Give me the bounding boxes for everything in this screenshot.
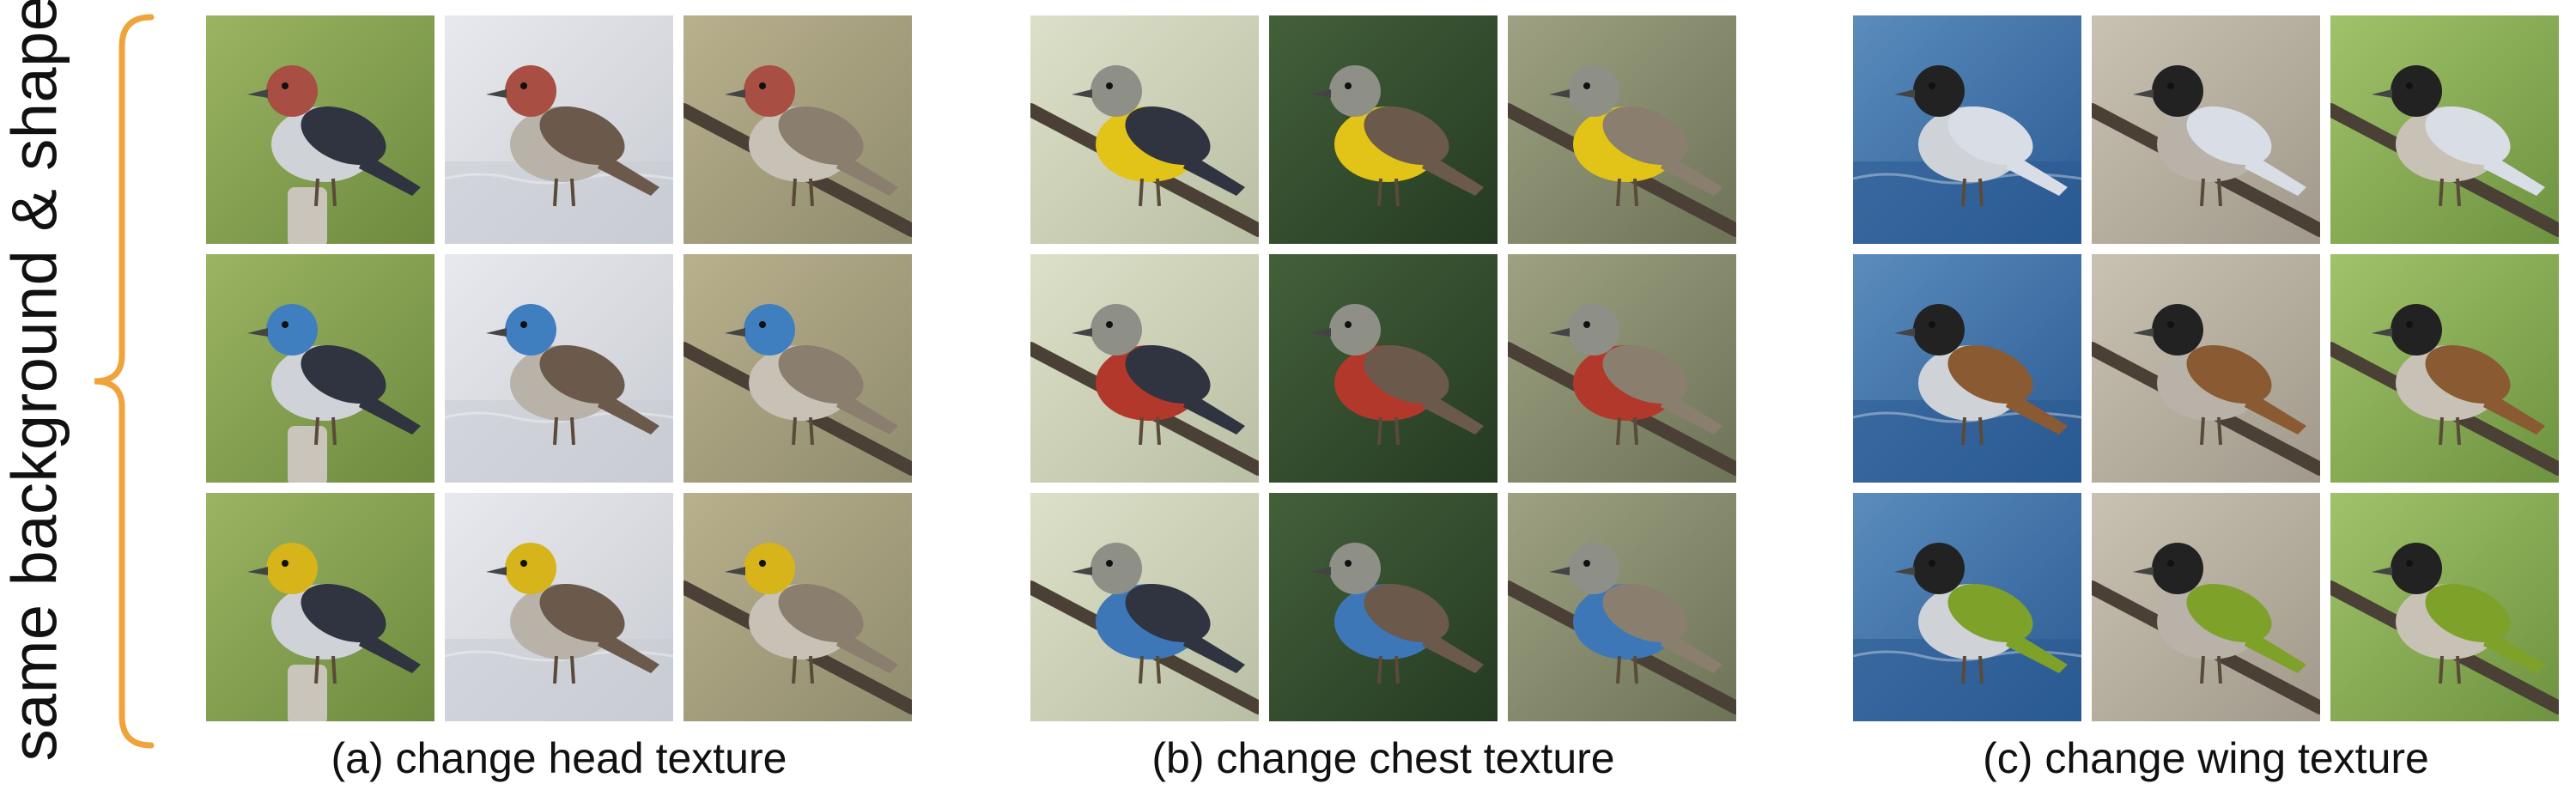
bird-image-swimming-bird-pale-water-yellow-head [445, 493, 673, 721]
bird-image-small-bird-on-branch-tan-red-head [683, 15, 912, 244]
image-grid [206, 15, 912, 721]
bird-image-bird-dark-green-bg-blue-chest [1269, 493, 1498, 721]
panel-head-texture: (a) change head texture [206, 15, 912, 782]
side-label: same background & shape [0, 0, 70, 761]
bird-image-bird-on-dark-branch-light-bg-red-chest [1030, 254, 1259, 483]
bird-image-bird-on-dark-branch-light-bg-yellow-chest [1030, 15, 1259, 244]
bird-image-perched-bird-on-stump-blue-head [206, 254, 434, 483]
bird-image-bird-on-log-green-bg-brown-wing [2330, 254, 2559, 483]
bird-image-bird-on-log-green-bg-white-blue-wing [2330, 15, 2559, 244]
bird-image-small-bird-on-branch-tan-blue-head [683, 254, 912, 483]
bird-image-swimming-bird-pale-water-red-head [445, 15, 673, 244]
bird-image-orange-bird-on-branch-brown-wing [2092, 254, 2320, 483]
bird-image-orange-bird-on-branch-green-wing [2092, 493, 2320, 721]
bird-image-bird-dark-green-bg-yellow-chest [1269, 15, 1498, 244]
panel-caption: (c) change wing texture [1983, 734, 2429, 782]
bird-image-bird-dark-green-bg-red-chest [1269, 254, 1498, 483]
panel-chest-texture: (b) change chest texture [1030, 15, 1736, 782]
bird-image-swimming-bird-pale-water-blue-head [445, 254, 673, 483]
bird-image-orange-bird-on-branch-white-blue-wing [2092, 15, 2320, 244]
bird-image-perched-bird-on-stump-red-head [206, 15, 434, 244]
bird-image-bird-on-branch-olive-bg-blue-chest [1508, 493, 1736, 721]
bird-image-small-bird-on-branch-tan-yellow-head [683, 493, 912, 721]
bird-image-duck-on-blue-water-white-blue-wing [1853, 15, 2081, 244]
curly-brace [94, 14, 155, 749]
bird-image-perched-bird-on-stump-yellow-head [206, 493, 434, 721]
bird-image-duck-on-blue-water-green-wing [1853, 493, 2081, 721]
bird-image-bird-on-branch-olive-bg-yellow-chest [1508, 15, 1736, 244]
panel-caption: (a) change head texture [331, 734, 787, 782]
bird-image-bird-on-dark-branch-light-bg-blue-chest [1030, 493, 1259, 721]
bird-image-bird-on-log-green-bg-green-wing [2330, 493, 2559, 721]
image-grid [1853, 15, 2559, 721]
bird-image-bird-on-branch-olive-bg-red-chest [1508, 254, 1736, 483]
image-grid [1030, 15, 1736, 721]
panel-wing-texture: (c) change wing texture [1853, 15, 2559, 782]
panel-caption: (b) change chest texture [1151, 734, 1615, 782]
bird-image-duck-on-blue-water-brown-wing [1853, 254, 2081, 483]
